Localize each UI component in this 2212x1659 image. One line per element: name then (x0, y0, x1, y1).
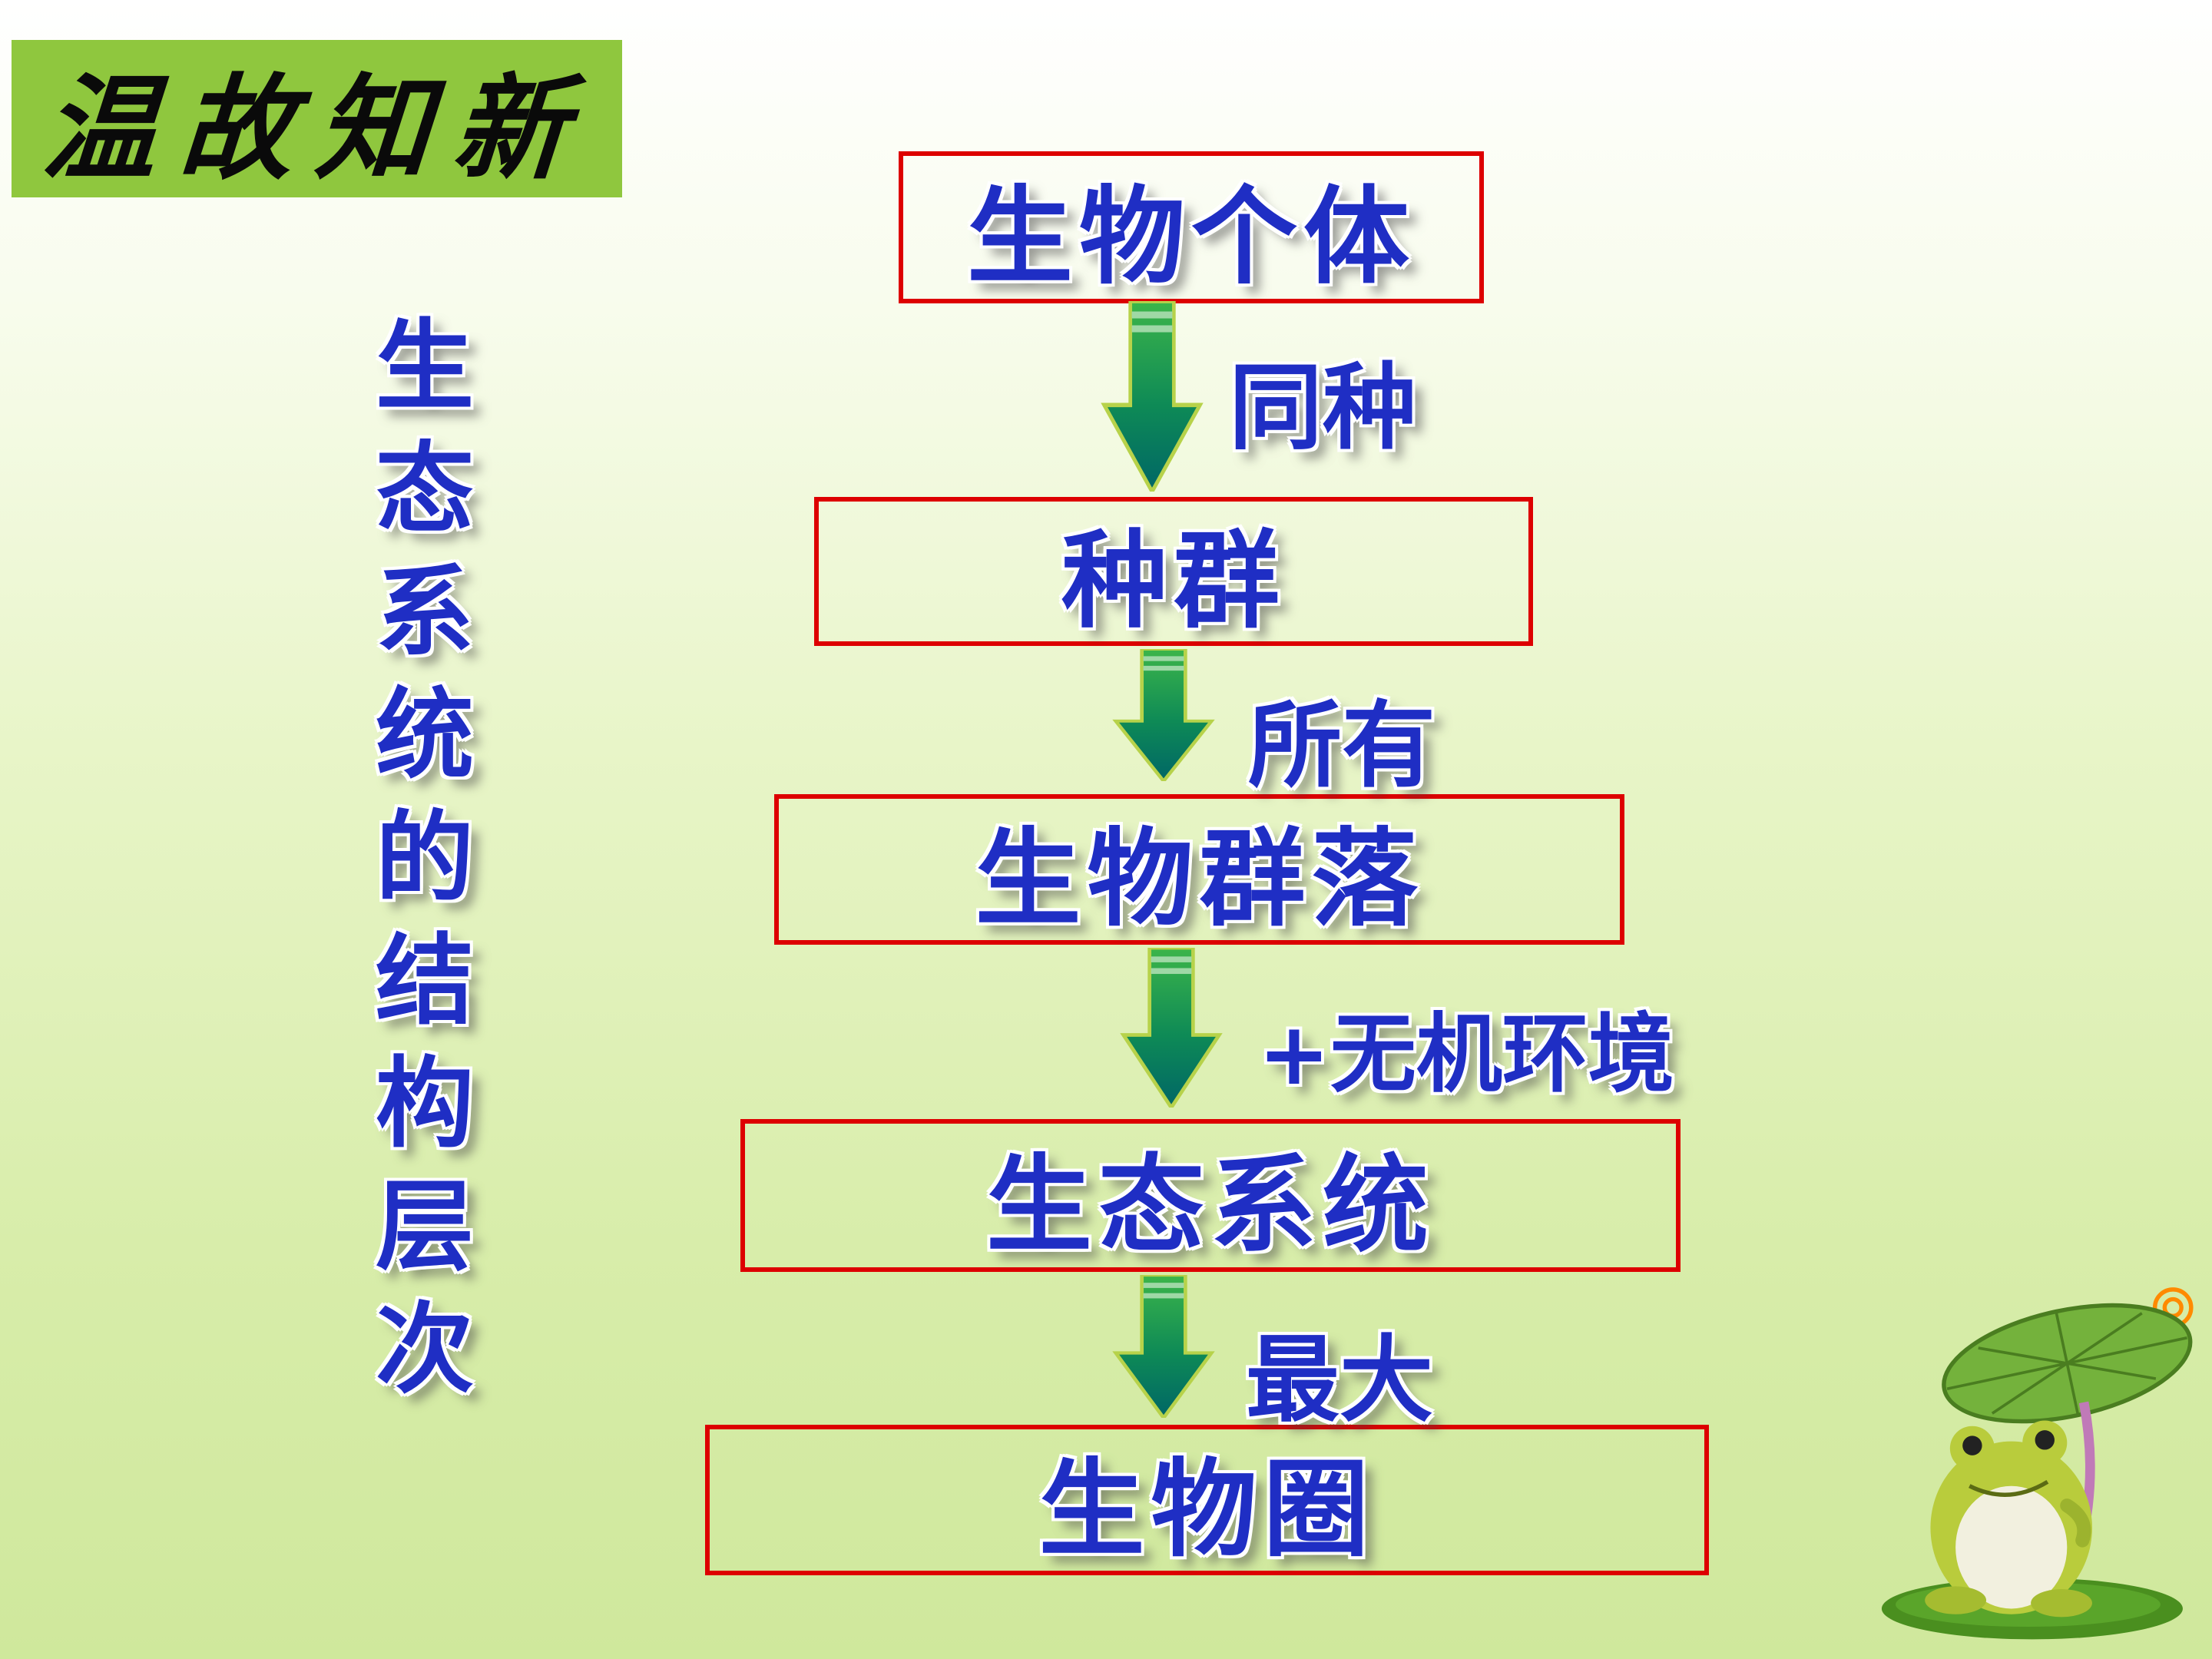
flow-node-label: 种群 (1061, 519, 1286, 643)
vertical-caption-char: 态 (375, 432, 474, 547)
title-badge: 温故知新 (12, 40, 622, 197)
vertical-caption-char: 统 (375, 678, 474, 793)
flow-node-ecosystem: 生态系统 (740, 1119, 1681, 1272)
arrow-label-largest: 最大 (1246, 1326, 1433, 1435)
flow-node-organism: 生物个体 (899, 151, 1484, 303)
title-badge-text: 温故知新 (38, 63, 594, 195)
down-arrow-icon (1098, 649, 1229, 781)
flow-node-label: 生物群落 (975, 817, 1424, 941)
vertical-caption-char: 构 (375, 1047, 474, 1161)
vertical-caption-char: 生 (375, 310, 474, 424)
vertical-caption-char: 次 (375, 1293, 474, 1407)
flow-node-label: 生物圈 (1038, 1448, 1376, 1571)
flow-node-label: 生态系统 (985, 1143, 1435, 1267)
down-arrow-icon (1106, 948, 1237, 1108)
vertical-caption-char: 层 (375, 1170, 474, 1284)
flow-node-community: 生物群落 (774, 794, 1624, 945)
down-arrow-icon (1087, 301, 1217, 492)
vertical-caption-char: 的 (375, 801, 474, 916)
arrow-label-all: 所有 (1248, 691, 1435, 800)
arrow-label-same-species: 同种 (1229, 353, 1416, 462)
vertical-caption: 生 态 系 统 的 结 构 层 次 (367, 306, 482, 1412)
down-arrow-icon (1098, 1275, 1229, 1418)
flow-node-population: 种群 (814, 497, 1533, 646)
vertical-caption-char: 系 (375, 555, 474, 670)
frog-under-lotus-leaf-image (1866, 1266, 2212, 1642)
arrow-label-plus-abiotic: +无机环境 (1258, 1005, 1674, 1104)
flow-node-label: 生物个体 (966, 175, 1416, 299)
flow-node-biosphere: 生物圈 (705, 1425, 1709, 1575)
vertical-caption-char: 结 (375, 924, 474, 1038)
